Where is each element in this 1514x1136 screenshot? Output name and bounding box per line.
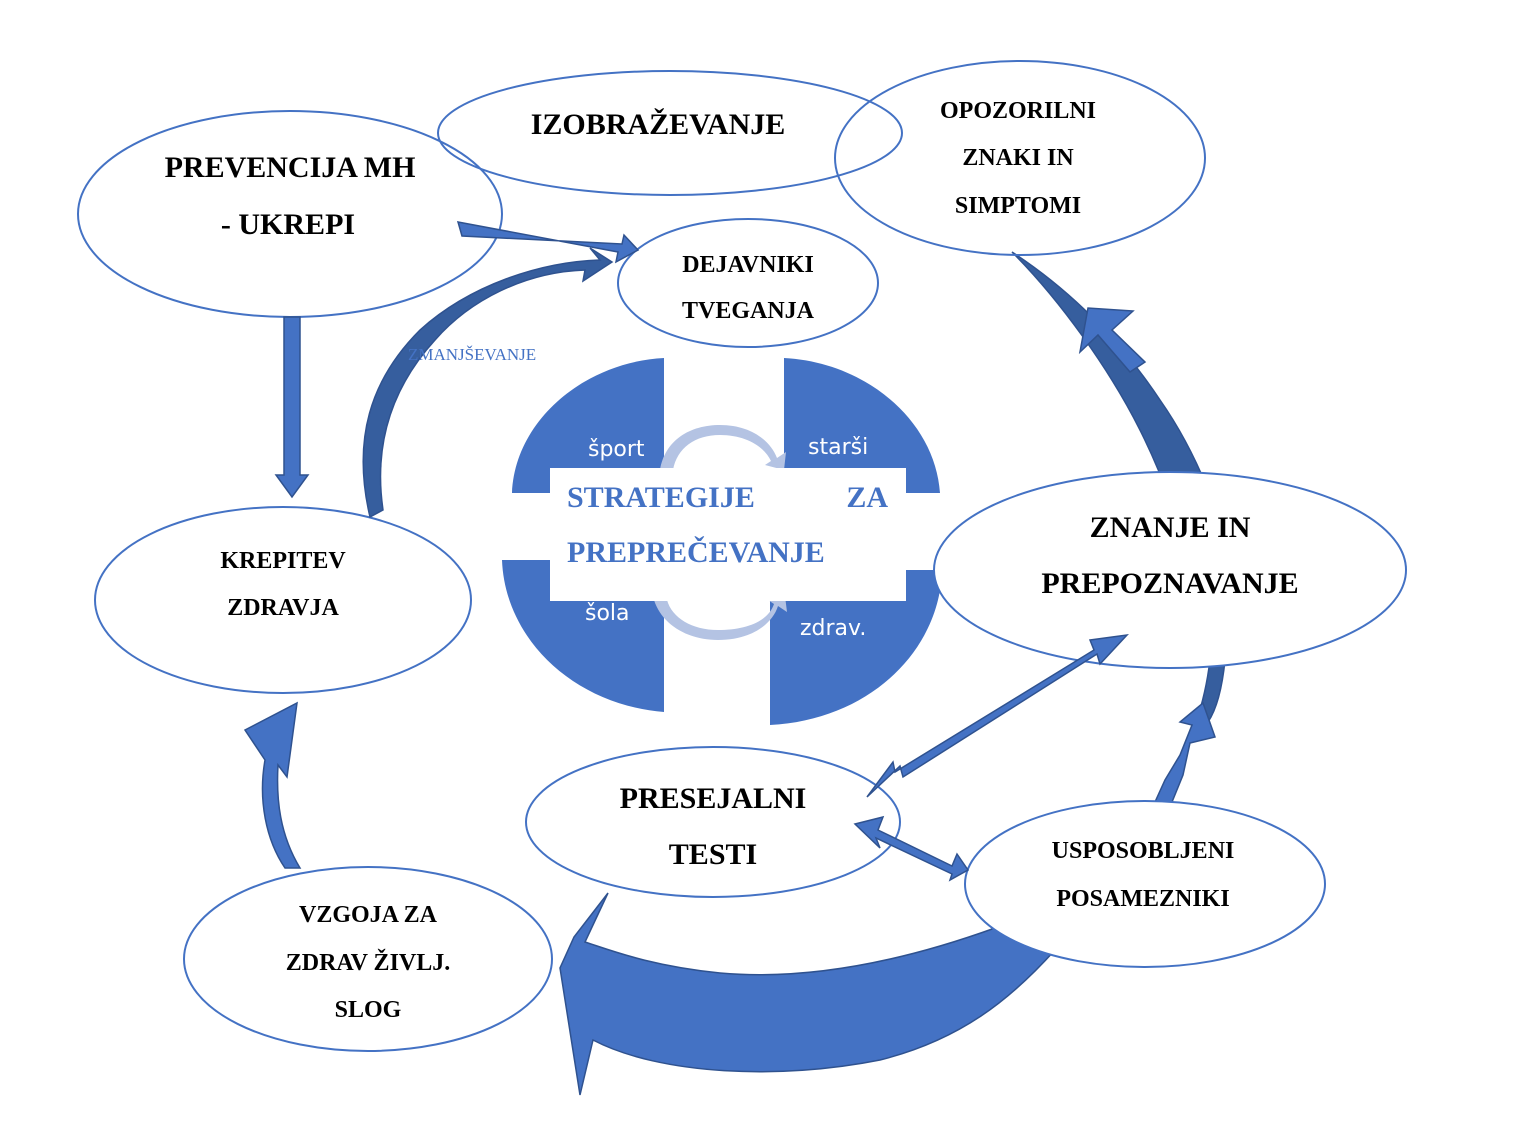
node-dejavniki [617,218,879,348]
center-title-line2: PREPREČEVANJE [567,536,825,569]
node-krepitev-line1: KREPITEV [220,548,346,574]
node-opozorilni [834,60,1206,256]
quadrant-bottom-right [770,570,942,725]
quadrant-label-starsi: starši [808,435,868,460]
node-dejavniki-line1: DEJAVNIKI [682,252,814,278]
quadrant-top-left [512,358,664,493]
node-usposobljeni [964,800,1326,968]
node-krepitev [94,506,472,694]
arrow-presejalni-znanje [866,633,1129,798]
node-izobrazevanje-line1: IZOBRAŽEVANJE [531,108,786,141]
node-znanje-line2: PREPOZNAVANJE [1041,567,1298,600]
node-dejavniki-line2: TVEGANJA [682,298,815,324]
edge-label-zmanjsevanje: ZMANJŠEVANJE [408,345,536,364]
node-prevencija-line2: - UKREPI [221,208,355,241]
node-znanje-line1: ZNANJE IN [1090,511,1251,544]
quadrant-label-sola: šola [585,601,630,626]
arc-usposobljeni-to-vzgoja [559,892,1057,1096]
arrow-usposobljeni-to-znanje [1153,701,1216,803]
arrow-vzgoja-to-krepitev [243,701,302,869]
node-prevencija-line1: PREVENCIJA MH [165,151,416,184]
arrow-small-up-opozorilni [1078,307,1147,373]
node-presejalni [525,746,901,898]
node-usposobljeni-line1: USPOSOBLJENI [1052,838,1235,864]
center-title-line1-left: STRATEGIJE [567,481,755,514]
cycle-arrow-bottom [654,596,787,640]
arrow-presejalni-usposobljeni [853,815,970,882]
quadrant-label-zdrav: zdrav. [800,616,866,641]
node-vzgoja-line1: VZGOJA ZA [299,902,438,928]
node-opozorilni-line1: OPOZORILNI [940,98,1096,124]
node-usposobljeni-line2: POSAMEZNIKI [1056,886,1229,912]
node-krepitev-line2: ZDRAVJA [227,595,339,621]
node-znanje [933,471,1407,669]
quadrant-top-right [784,358,940,493]
node-opozorilni-line3: SIMPTOMI [955,193,1081,219]
node-vzgoja-line3: SLOG [335,997,402,1023]
arrow-zmanjsevanje [362,247,614,519]
arrow-prevencija-to-dejavniki [456,221,640,264]
quadrant-bottom-left [502,560,664,712]
node-vzgoja [183,866,553,1052]
node-presejalni-line2: TESTI [669,838,757,871]
cycle-arrow-top [660,425,786,470]
node-vzgoja-line2: ZDRAV ŽIVLJ. [286,949,451,976]
center-title-box [550,468,906,601]
arrow-prevencija-to-krepitev [274,316,310,499]
quadrant-label-sport: šport [588,437,645,462]
node-opozorilni-line2: ZNAKI IN [962,145,1074,171]
node-izobrazevanje [437,70,903,196]
center-title-line1-right: ZA [846,481,888,514]
strategy-circle: STRATEGIJE ZA PREPREČEVANJE šport starši… [502,358,942,725]
node-presejalni-line1: PRESEJALNI [620,782,807,815]
